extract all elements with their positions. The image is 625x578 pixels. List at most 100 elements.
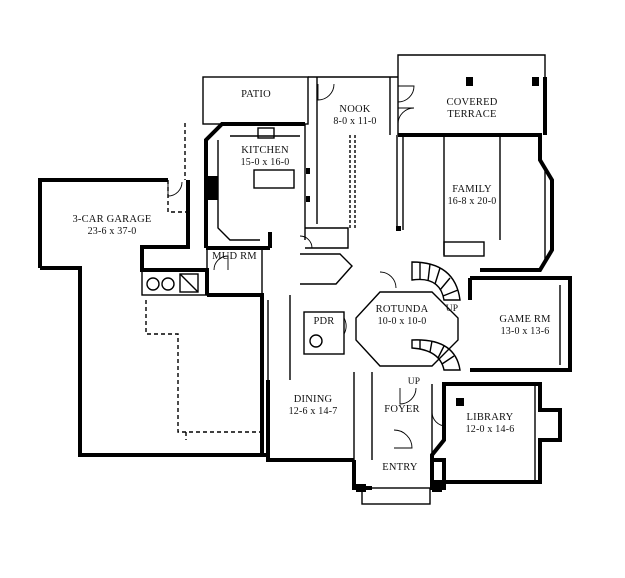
column	[306, 196, 310, 202]
door-swings	[167, 83, 447, 449]
library-wall	[430, 382, 562, 488]
stair-tread	[441, 355, 455, 365]
room-dimensions: 23-6 x 37-0	[87, 226, 137, 237]
room-name: PATIO	[241, 89, 271, 100]
kitchen-sink	[257, 127, 275, 139]
interior-walls	[141, 54, 561, 505]
furnace-x	[179, 273, 199, 293]
garage-wall	[38, 178, 168, 268]
entry-wall	[352, 460, 372, 490]
door-swing	[317, 83, 335, 101]
room-dimensions: 8-0 x 11-0	[333, 116, 377, 127]
terrace-outline	[397, 54, 546, 135]
column	[356, 484, 366, 492]
stair-up-text: UP	[407, 377, 421, 387]
game-room-wall	[470, 276, 572, 372]
rotunda-outline	[355, 291, 459, 367]
toilet	[309, 334, 323, 348]
kitchen-island	[253, 169, 295, 189]
door-swing	[393, 429, 413, 449]
game-room-label: GAME RM 13-0 x 13-6	[490, 314, 560, 338]
stair-tread	[439, 277, 451, 291]
stair-tread	[437, 345, 445, 359]
rotunda-label: ROTUNDA 10-0 x 10-0	[368, 304, 436, 328]
furnace	[179, 273, 199, 293]
column	[208, 176, 218, 200]
room-name: ROTUNDA	[375, 304, 429, 315]
room-name: 3-CAR GARAGE	[72, 214, 152, 225]
room-name: NOOK	[339, 104, 371, 115]
mud-room-label: MUD RM	[207, 251, 262, 263]
room-dimensions: 16-8 x 20-0	[447, 196, 497, 207]
stair-tread	[427, 263, 431, 282]
room-name: COVERED	[446, 97, 498, 108]
garage-south-wall	[40, 266, 270, 457]
stair-upper	[411, 261, 461, 301]
door-swing	[431, 411, 447, 427]
foyer-label: FOYER	[376, 404, 428, 416]
column	[456, 398, 464, 406]
column	[432, 484, 442, 492]
entry-porch	[361, 487, 431, 505]
column	[306, 168, 310, 174]
family-wall	[398, 133, 554, 272]
room-dimensions: 12-0 x 14-6	[465, 424, 515, 435]
room-name: DINING	[293, 394, 333, 405]
pantry-wall	[300, 253, 353, 285]
door-swing	[213, 255, 229, 271]
room-dimensions: 12-6 x 14-7	[288, 406, 338, 417]
pdr-label: PDR	[306, 316, 342, 328]
stair-up-upper-label: UP	[440, 303, 464, 315]
room-name: ENTRY	[382, 462, 418, 473]
family-label: FAMILY 16-8 x 20-0	[436, 184, 508, 208]
family-fireplace	[443, 241, 485, 257]
covered-terrace-label: COVERED TERRACE	[436, 97, 508, 121]
water-heater	[146, 277, 160, 291]
door-swing	[397, 85, 415, 103]
mud-room	[206, 247, 263, 296]
dining-wall	[266, 380, 354, 462]
room-dimensions: 10-0 x 10-0	[377, 316, 427, 327]
door-swing	[343, 317, 347, 335]
patio-outline	[202, 76, 309, 125]
stair-up-lower-label: UP	[402, 376, 426, 388]
stair-tread	[429, 340, 433, 353]
water-heater	[161, 277, 175, 291]
door-swing	[379, 271, 397, 289]
garage-rear-wall	[207, 293, 264, 455]
stair-tread	[442, 289, 459, 297]
room-name: PDR	[313, 316, 335, 327]
room-name: GAME RM	[499, 314, 551, 325]
pantry-wall	[305, 227, 349, 249]
library-label: LIBRARY 12-0 x 14-6	[454, 412, 526, 436]
kitchen-label: KITCHEN 15-0 x 16-0	[232, 145, 298, 169]
room-name: MUD RM	[212, 251, 257, 262]
garage-overhead-line	[145, 300, 262, 433]
room-name: FAMILY	[452, 184, 492, 195]
patio-label: PATIO	[232, 89, 280, 101]
column	[396, 226, 401, 231]
powder-room	[303, 311, 345, 355]
dining-label: DINING 12-6 x 14-7	[279, 394, 347, 418]
door-swing	[399, 387, 417, 405]
room-dimensions: 15-0 x 16-0	[240, 157, 290, 168]
stair-lower	[411, 339, 461, 371]
garage-label: 3-CAR GARAGE 23-6 x 37-0	[60, 214, 164, 238]
column	[532, 77, 539, 86]
column	[466, 77, 473, 86]
door-swing	[397, 107, 415, 125]
kitchen-wall	[204, 122, 305, 248]
room-name: FOYER	[384, 404, 420, 415]
nook-label: NOOK 8-0 x 11-0	[322, 104, 388, 128]
entry-label: ENTRY	[374, 462, 426, 474]
room-dimensions: 13-0 x 13-6	[500, 326, 550, 337]
room-name: LIBRARY	[466, 412, 514, 423]
room-name-line2: TERRACE	[447, 109, 497, 120]
stair-up-text: UP	[445, 304, 459, 314]
door-swing	[299, 235, 313, 249]
room-name: KITCHEN	[241, 145, 289, 156]
door-swing	[167, 181, 183, 197]
columns	[208, 77, 539, 492]
stair-tread	[434, 267, 441, 285]
